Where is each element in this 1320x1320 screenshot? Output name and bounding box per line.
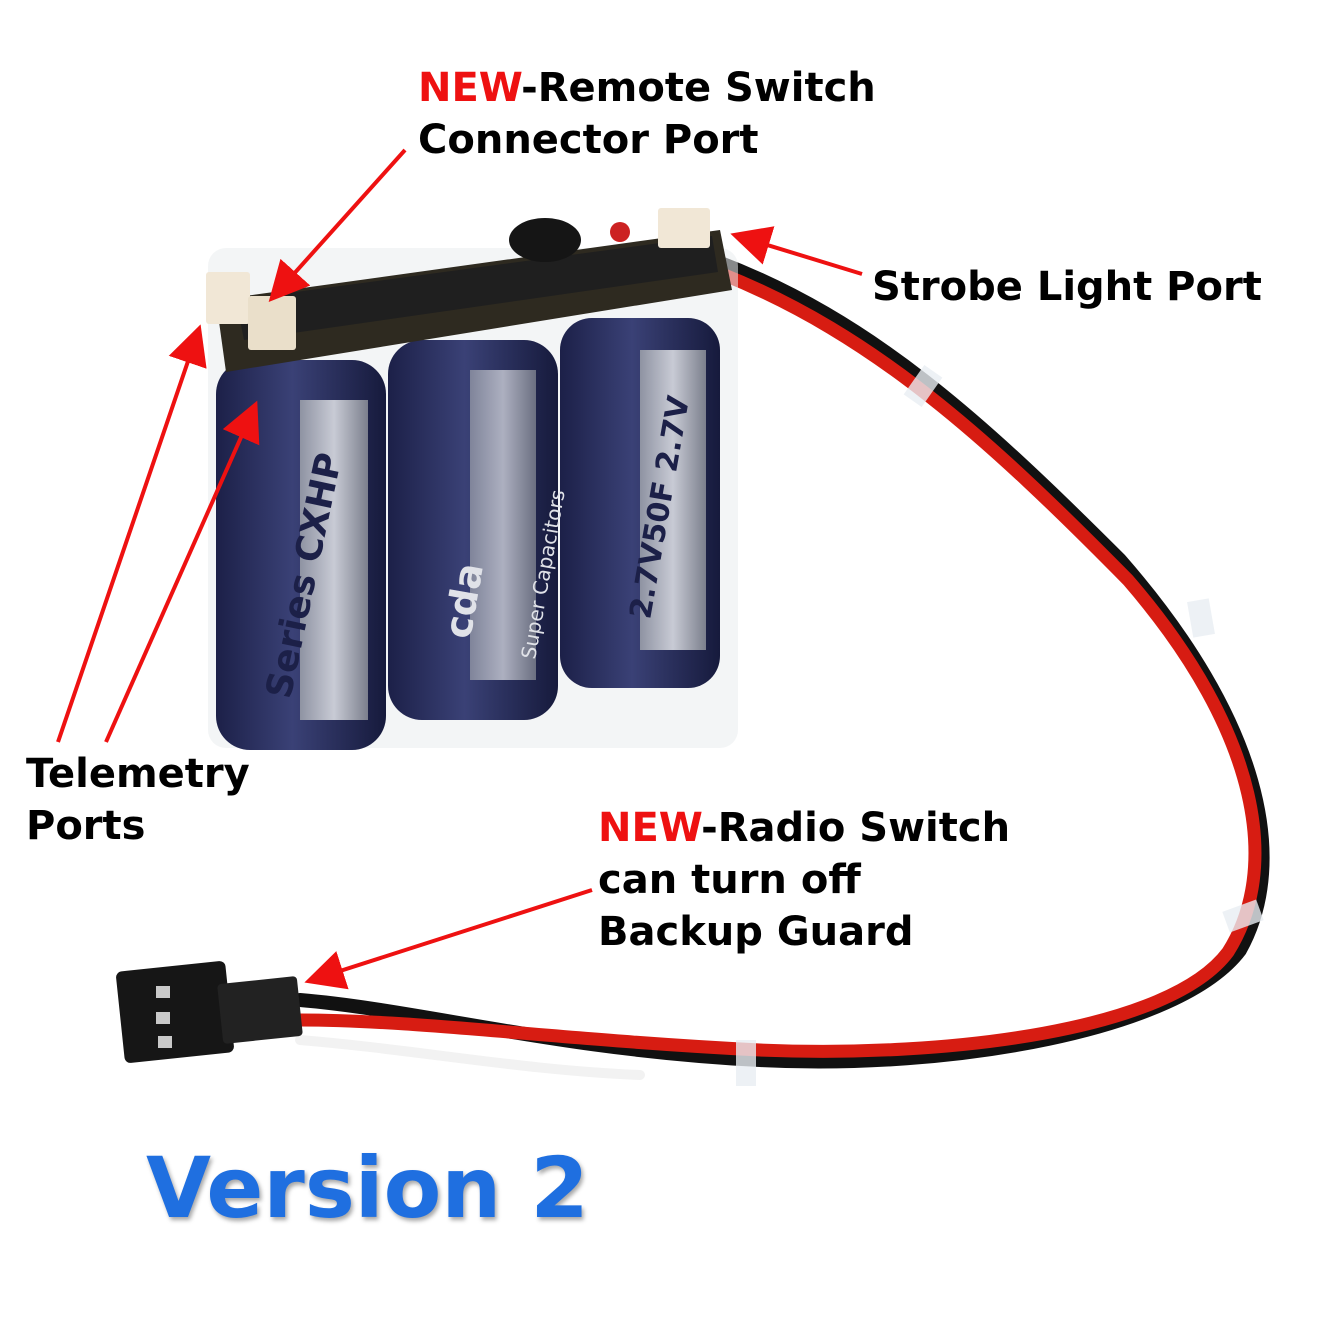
radio-switch-line1: -Radio Switch: [701, 805, 1011, 851]
servo-connector: [116, 961, 303, 1063]
arrow-strobe-light: [730, 226, 863, 276]
arrow-radio-switch: [304, 888, 593, 990]
remote-switch-label: NEW-Remote Switch Connector Port: [418, 62, 876, 166]
version-banner: Version 2: [146, 1139, 589, 1237]
telemetry-line1: Telemetry: [26, 751, 250, 797]
wire-harness: [293, 255, 1270, 1086]
annotation-arrows: [56, 148, 863, 990]
remote-switch-line2: Connector Port: [418, 117, 759, 163]
arrow-remote-switch: [268, 148, 407, 302]
remote-switch-line1: -Remote Switch: [521, 65, 876, 111]
new-tag: NEW: [598, 805, 702, 851]
telemetry-line2: Ports: [26, 803, 146, 849]
capacitor-pack: Series CXHP 2.7V50F 2.7V cda Super Capac…: [206, 208, 738, 750]
new-tag: NEW: [418, 65, 522, 111]
arrow-telemetry-2: [104, 400, 260, 743]
arrow-telemetry-1: [56, 324, 207, 743]
radio-switch-line3: Backup Guard: [598, 909, 914, 955]
radio-switch-line2: can turn off: [598, 857, 861, 903]
radio-switch-label: NEW-Radio Switch can turn off Backup Gua…: [598, 802, 1010, 958]
telemetry-label: Telemetry Ports: [26, 748, 250, 852]
strobe-light-label: Strobe Light Port: [872, 264, 1262, 310]
